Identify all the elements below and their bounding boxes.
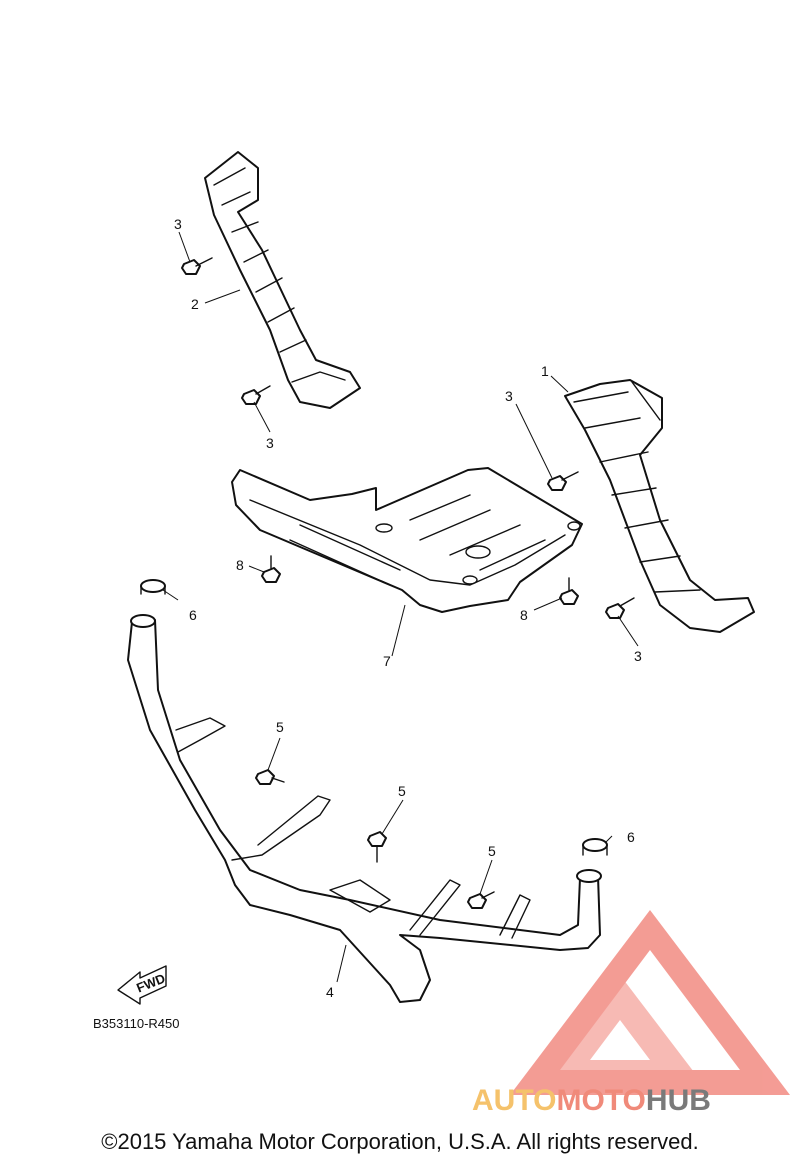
copyright-text: ©2015 Yamaha Motor Corporation, U.S.A. A… <box>101 1129 699 1154</box>
callout-8-a: 8 <box>236 557 244 573</box>
fwd-arrow-icon: FWD <box>117 965 167 1005</box>
callout-3-c: 3 <box>505 388 513 404</box>
guard-left-part-2 <box>204 151 361 409</box>
callout-5-c: 5 <box>488 843 496 859</box>
callout-3-a: 3 <box>174 216 182 232</box>
leader-lines <box>162 231 639 983</box>
bolt-5c <box>467 891 495 909</box>
bolt-3b <box>241 385 271 405</box>
watermark-text: AUTOMOTOHUB <box>472 1084 711 1118</box>
guard-right-part-1 <box>564 379 755 633</box>
bolt-8a <box>261 555 281 583</box>
callout-6-b: 6 <box>627 829 635 845</box>
callout-6-a: 6 <box>189 607 197 623</box>
bolt-3c <box>547 471 579 491</box>
bolt-5b <box>367 831 387 863</box>
skid-plate-part-7 <box>231 467 583 613</box>
callout-4: 4 <box>326 984 334 1000</box>
watermark-logo <box>510 910 790 1095</box>
callout-5-b: 5 <box>398 783 406 799</box>
callout-5-a: 5 <box>276 719 284 735</box>
watermark-auto: AUTO <box>472 1084 557 1117</box>
callout-3-d: 3 <box>634 648 642 664</box>
callout-8-b: 8 <box>520 607 528 623</box>
bolt-8b <box>559 577 579 605</box>
bolt-5a <box>255 769 285 785</box>
cap-part-6-a <box>140 579 166 595</box>
callout-1: 1 <box>541 363 549 379</box>
watermark-hub: HUB <box>645 1084 711 1117</box>
bolt-3d <box>605 597 635 619</box>
cap-part-6-b <box>582 838 608 856</box>
callout-2: 2 <box>191 296 199 312</box>
bolt-3a <box>181 257 213 275</box>
callout-7: 7 <box>383 653 391 669</box>
callout-3-b: 3 <box>266 435 274 451</box>
diagram-code: B353110-R450 <box>93 1016 180 1031</box>
front-bumper-part-4 <box>127 614 602 1003</box>
watermark-moto: MOTO <box>556 1084 646 1117</box>
